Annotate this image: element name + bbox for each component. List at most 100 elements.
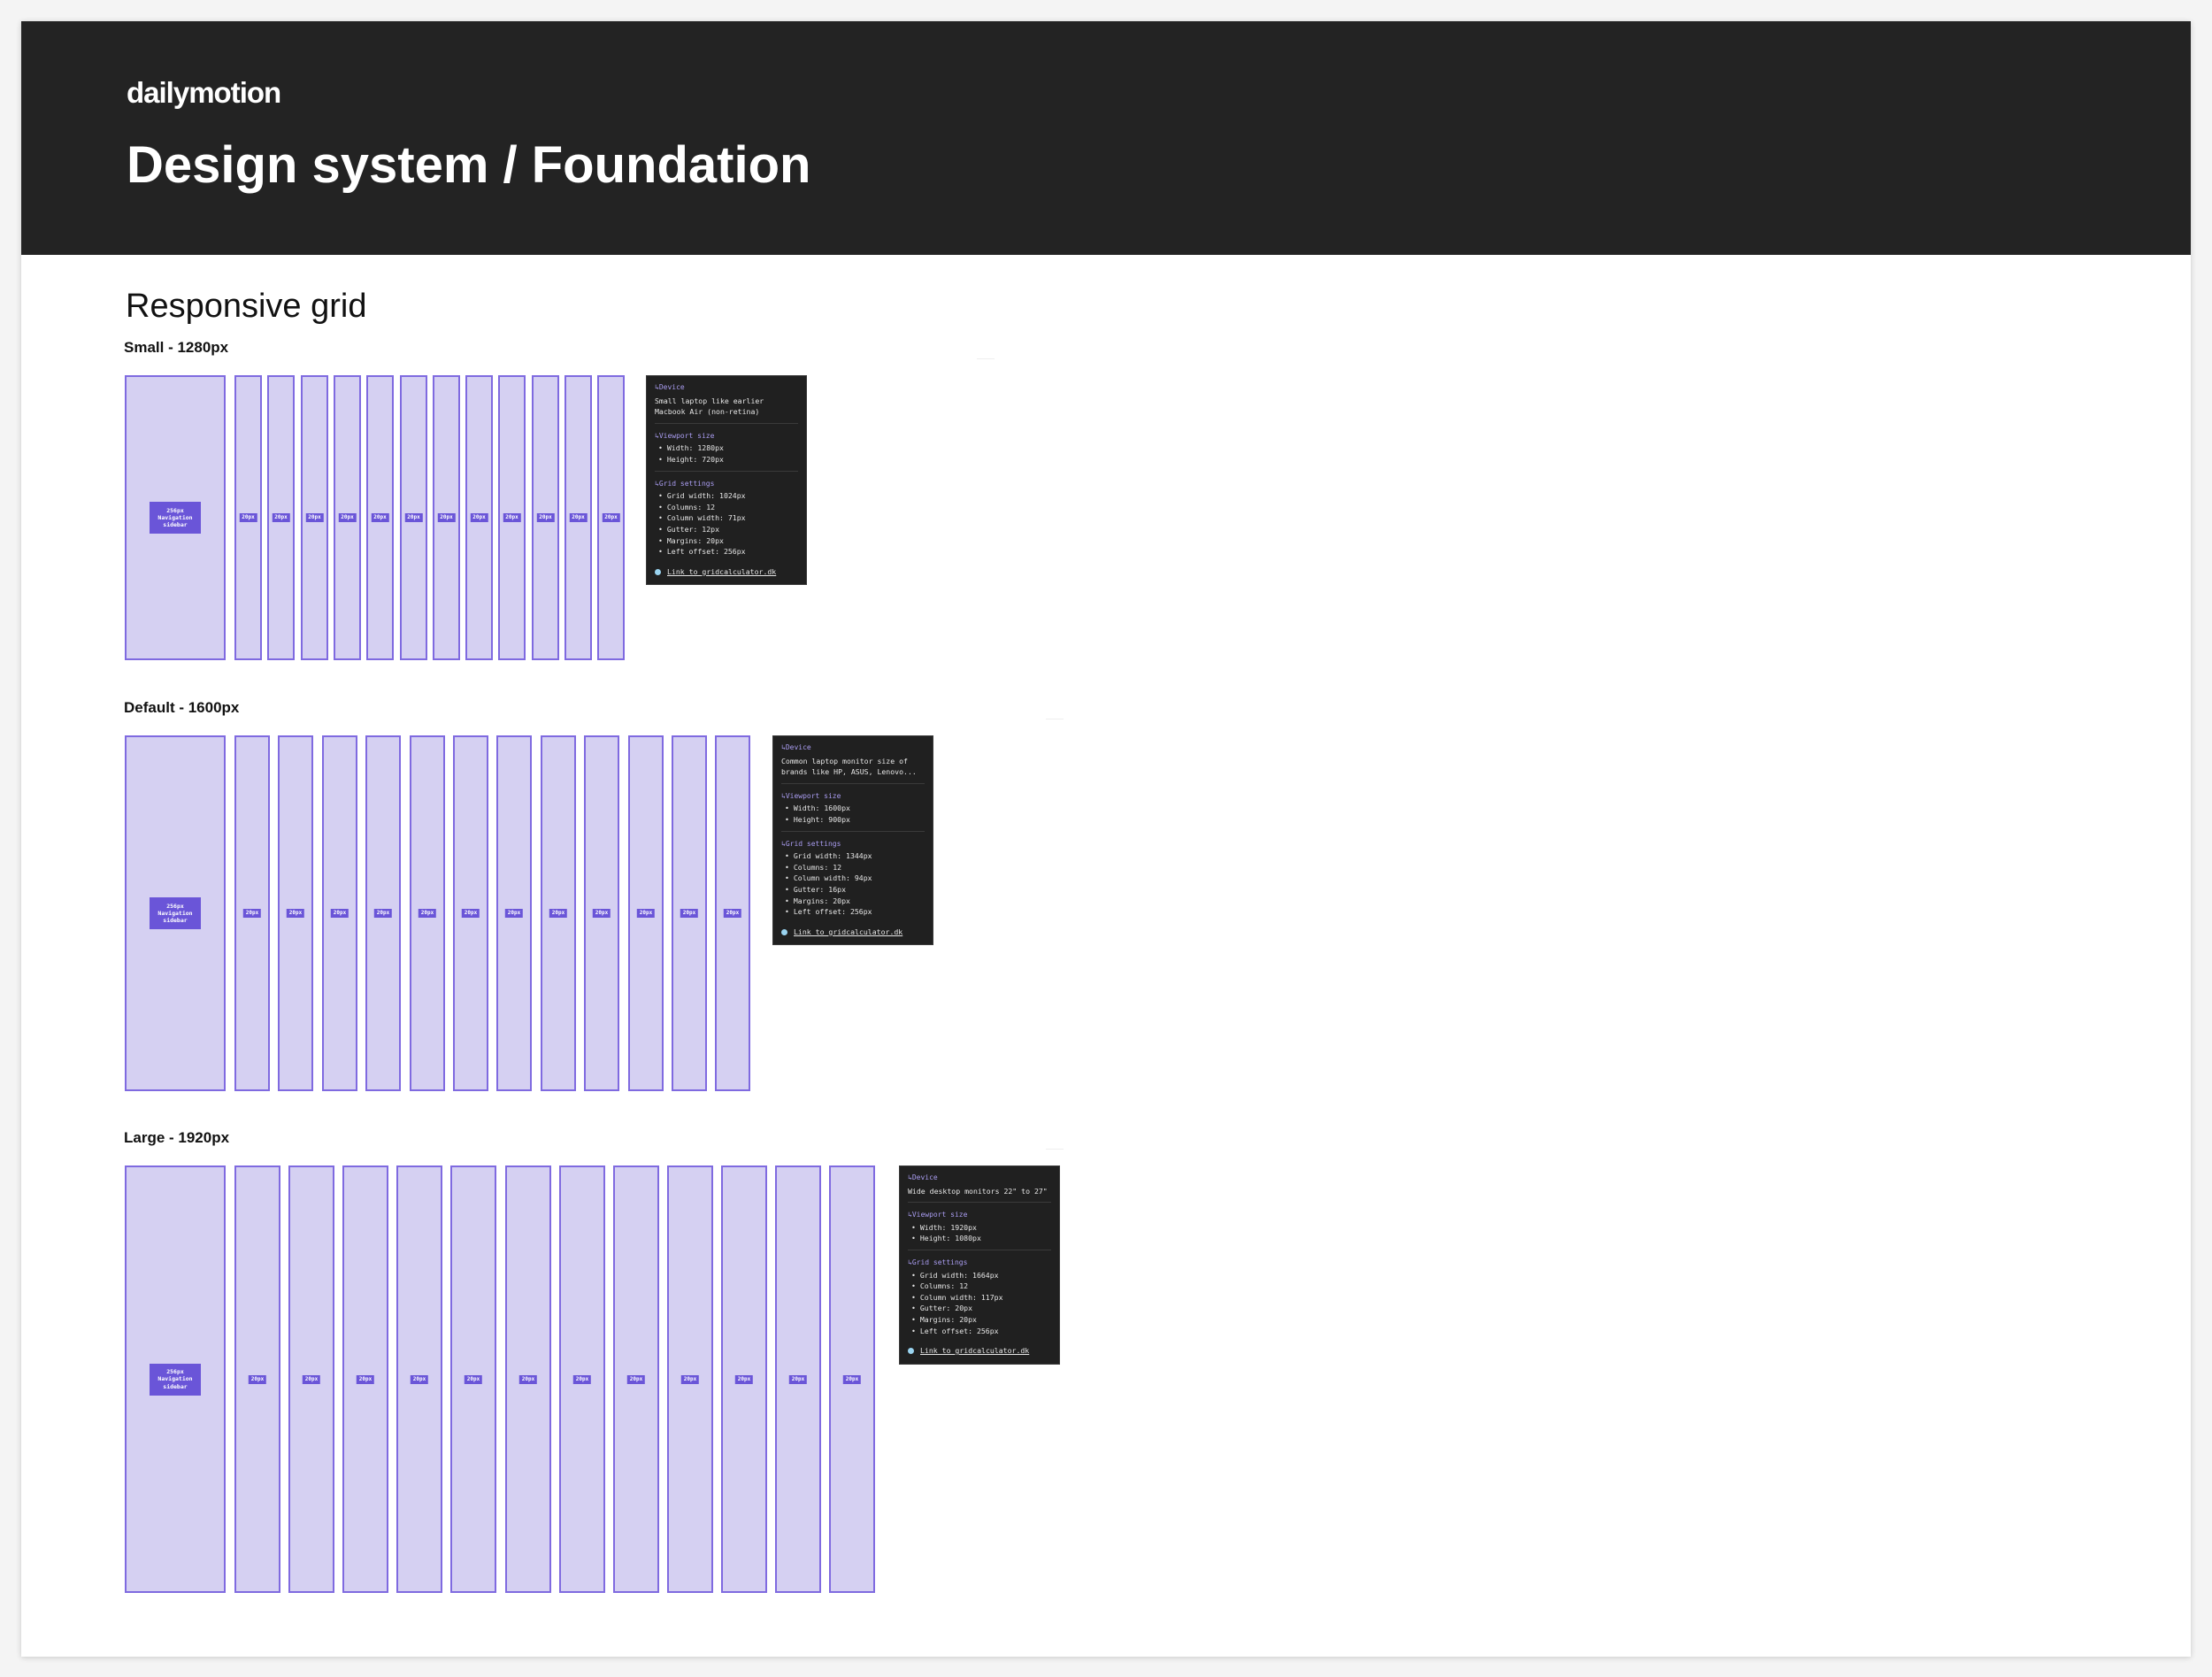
column-margin-tag: 20px (518, 1374, 538, 1384)
grid-column: 20px (628, 735, 664, 1091)
divider-line (977, 358, 995, 359)
column-margin-tag: 20px (373, 909, 393, 918)
grid-column: 20px (541, 735, 576, 1091)
grid-settings-list: Grid width: 1344pxColumns: 12Column widt… (781, 850, 925, 918)
grid-column: 20px (365, 735, 401, 1091)
viewport-heading: ↳Viewport size (908, 1211, 968, 1219)
device-heading: ↳Device (908, 1173, 938, 1181)
sidebar-width-tag: 256px Navigation sidebar (150, 1363, 201, 1396)
header-banner: dailymotion Design system / Foundation (21, 21, 2191, 255)
grid-column: 20px (396, 1165, 442, 1593)
panel-divider (655, 422, 798, 424)
grid-column: 20px (532, 375, 559, 660)
gridcalculator-link-label[interactable]: Link to gridcalculator.dk (794, 927, 903, 936)
grid-column: 20px (322, 735, 357, 1091)
grid-setting-item: Columns: 12 (655, 502, 798, 513)
column-margin-tag: 20px (248, 1374, 267, 1384)
column-margin-tag: 20px (788, 1374, 808, 1384)
column-margin-tag: 20px (549, 909, 568, 918)
column-margin-tag: 20px (371, 513, 389, 522)
grid-column: 20px (584, 735, 619, 1091)
viewport-item: Width: 1280px (655, 442, 798, 454)
grid-column: 20px (715, 735, 750, 1091)
grid-settings-heading: ↳Grid settings (655, 479, 715, 488)
grid-setting-item: Grid width: 1664px (908, 1270, 1051, 1281)
grid-settings-heading: ↳Grid settings (781, 839, 841, 848)
grid-column: 20px (775, 1165, 821, 1593)
grid-column: 20px (559, 1165, 605, 1593)
column-margin-tag: 20px (305, 513, 324, 522)
gridcalculator-link[interactable]: Link to gridcalculator.dk (655, 566, 798, 578)
column-margin-tag: 20px (272, 513, 290, 522)
column-margin-tag: 20px (286, 909, 305, 918)
grid-settings-list: Grid width: 1664pxColumns: 12Column widt… (908, 1270, 1051, 1337)
grid-column: 20px (672, 735, 707, 1091)
column-margin-tag: 20px (461, 909, 480, 918)
grid-column: 20px (366, 375, 394, 660)
section-title: Responsive grid (126, 288, 367, 325)
column-margin-tag: 20px (437, 513, 456, 522)
column-margin-tag: 20px (239, 513, 257, 522)
grid-setting-item: Gutter: 12px (655, 524, 798, 535)
grid-column: 20px (433, 375, 460, 660)
grid-setting-item: Column width: 71px (655, 512, 798, 524)
grid-settings-list: Grid width: 1024pxColumns: 12Column widt… (655, 490, 798, 558)
grid-column: 20px (597, 375, 625, 660)
panel-divider (655, 470, 798, 472)
grid-column: 20px (505, 1165, 551, 1593)
grid-setting-item: Gutter: 20px (908, 1303, 1051, 1314)
grid-column: 20px (498, 375, 526, 660)
column-margin-tag: 20px (503, 513, 521, 522)
page-title: Design system / Foundation (127, 136, 811, 194)
column-margin-tag: 20px (569, 513, 588, 522)
globe-icon (655, 568, 661, 575)
column-margin-tag: 20px (723, 909, 742, 918)
viewport-list: Width: 1920pxHeight: 1080px (908, 1222, 1051, 1244)
grid-setting-item: Left offset: 256px (781, 906, 925, 918)
grid-setting-item: Grid width: 1344px (781, 850, 925, 862)
column-margin-tag: 20px (356, 1374, 375, 1384)
grid-setting-item: Left offset: 256px (908, 1326, 1051, 1337)
column-margin-tag: 20px (572, 1374, 592, 1384)
grid-column: 20px (278, 735, 313, 1091)
column-margin-tag: 20px (410, 1374, 429, 1384)
viewport-item: Width: 1600px (781, 803, 925, 814)
grid-setting-item: Margins: 20px (781, 896, 925, 907)
navigation-sidebar-area: 256px Navigation sidebar (125, 375, 226, 660)
gridcalculator-link-label[interactable]: Link to gridcalculator.dk (667, 566, 777, 576)
column-margin-tag: 20px (242, 909, 262, 918)
gridcalculator-link[interactable]: Link to gridcalculator.dk (908, 1345, 1051, 1357)
viewport-heading: ↳Viewport size (655, 431, 715, 440)
device-description: Common laptop monitor size of brands lik… (781, 756, 917, 777)
grid-setting-item: Gutter: 16px (781, 884, 925, 896)
artboard: dailymotion Design system / Foundation R… (21, 21, 2191, 1657)
grid-settings-heading: ↳Grid settings (908, 1258, 968, 1266)
column-margin-tag: 20px (536, 513, 555, 522)
gridcalculator-link[interactable]: Link to gridcalculator.dk (781, 927, 925, 938)
column-margin-tag: 20px (338, 513, 357, 522)
dailymotion-logo[interactable]: dailymotion (127, 76, 281, 109)
globe-icon (781, 928, 787, 935)
grid-setting-item: Column width: 117px (908, 1292, 1051, 1304)
grid-column: 20px (410, 735, 445, 1091)
grid-column: 20px (453, 735, 488, 1091)
gridcalculator-link-label[interactable]: Link to gridcalculator.dk (920, 1346, 1030, 1356)
grid-column: 20px (234, 735, 270, 1091)
sidebar-width-tag: 256px Navigation sidebar (150, 897, 201, 929)
grid-column: 20px (465, 375, 493, 660)
column-margin-tag: 20px (470, 513, 488, 522)
column-margin-tag: 20px (680, 1374, 700, 1384)
viewport-item: Height: 900px (781, 814, 925, 826)
grid-column: 20px (565, 375, 592, 660)
viewport-item: Height: 720px (655, 454, 798, 465)
navigation-sidebar-area: 256px Navigation sidebar (125, 735, 226, 1091)
grid-column: 20px (234, 1165, 280, 1593)
viewport-list: Width: 1600pxHeight: 900px (781, 803, 925, 825)
panel-divider (781, 782, 925, 784)
grid-column: 20px (496, 735, 532, 1091)
panel-divider (781, 830, 925, 832)
grid-column: 20px (721, 1165, 767, 1593)
